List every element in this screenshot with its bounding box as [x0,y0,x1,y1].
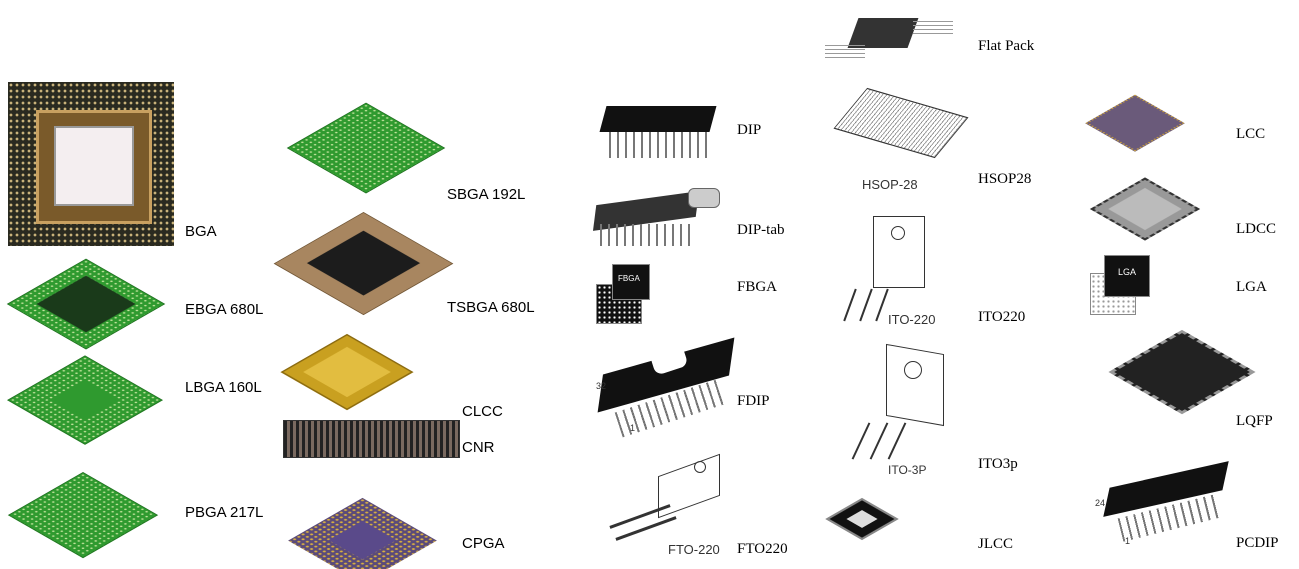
ebga-image [6,258,166,350]
fdip-pin-1-label: 1 [630,423,636,433]
label-lga: LGA [1236,279,1267,295]
cnr-image [283,420,460,458]
label-clcc: CLCC [462,403,503,420]
lga-chip-caption: LGA [1118,267,1137,277]
lcc-image [1085,94,1185,152]
dip-tab-image [592,188,720,248]
label-fdip: FDIP [737,393,770,409]
fto220-caption: FTO-220 [668,542,720,557]
label-hsop28: HSOP28 [978,171,1032,187]
fbga-chip-caption: FBGA [618,274,640,283]
ito220-caption: ITO-220 [888,312,936,327]
label-bga: BGA [185,223,217,240]
pcdip-pin-24-label: 24 [1095,498,1106,508]
hsop28-caption: HSOP-28 [862,177,918,192]
ldcc-image [1089,177,1201,241]
pbga-image [8,472,158,558]
fdip-image: 32 1 [596,325,735,438]
label-ito3p: ITO3p [978,456,1018,472]
hsop28-image [830,82,970,172]
ito3p-caption: ITO-3P [888,463,927,477]
lqfp-image [1108,329,1256,415]
label-lqfp: LQFP [1236,413,1273,429]
flat-pack-image [825,12,955,62]
label-sbga: SBGA 192L [447,186,526,203]
dip-image [599,100,717,160]
label-dip: DIP [737,122,762,138]
label-cnr: CNR [462,439,495,456]
sbga-image [286,102,446,194]
ito220-image [835,212,935,322]
label-lbga: LBGA 160L [185,379,262,396]
label-ebga: EBGA 680L [185,301,264,318]
tsbga-image [273,211,454,316]
ito3p-image [838,343,958,465]
label-pbga: PBGA 217L [185,504,264,521]
label-ito220: ITO220 [978,309,1026,325]
label-lcc: LCC [1236,126,1266,142]
lga-image: LGA [1090,255,1154,315]
cpga-image [288,497,437,569]
bga-image [8,82,174,246]
fto220-image [608,453,738,545]
pcdip-image: 24 1 [1095,458,1229,548]
label-fbga: FBGA [737,279,778,295]
pcdip-pin-1-label: 1 [1125,536,1131,546]
label-cpga: CPGA [462,535,505,552]
label-tsbga: TSBGA 680L [447,299,535,316]
clcc-image [280,333,414,411]
label-pcdip: PCDIP [1236,535,1279,551]
jlcc-image [825,497,899,541]
fdip-pin-32-label: 32 [596,381,607,391]
label-flat-pack: Flat Pack [978,38,1035,54]
label-fto220: FTO220 [737,541,788,557]
label-dip-tab: DIP-tab [737,222,785,238]
label-jlcc: JLCC [978,536,1014,552]
fbga-image: FBGA [596,264,650,324]
lbga-image [7,355,163,445]
label-ldcc: LDCC [1236,221,1277,237]
